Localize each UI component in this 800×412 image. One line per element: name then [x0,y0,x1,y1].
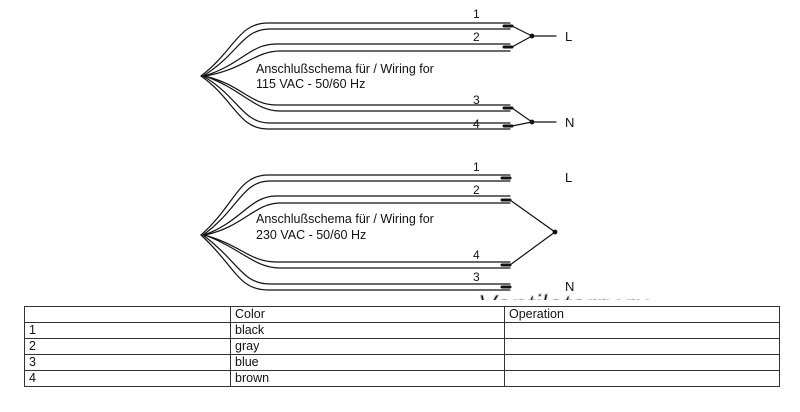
terminal-N-230: N [565,279,574,294]
table-cell: blue [230,354,505,371]
junction-lines-230 [509,199,556,266]
table-cell: 2 [24,338,231,355]
table-cell [504,338,780,355]
table-row: 3 blue [24,354,780,371]
table-cell [504,370,780,387]
cable-115-bundle [200,22,511,130]
caption-230-line2: 230 VAC - 50/60 Hz [256,228,366,242]
table-cell: gray [230,338,505,355]
junction-dot-230 [552,229,558,235]
terminal-N-115: N [565,115,574,130]
wire-color-table: Color Operation 1 black 2 gray 3 blue 4 … [24,306,780,387]
cable-230-bundle [200,174,511,291]
table-cell [504,354,780,371]
table-header-cell: Operation [504,306,780,323]
table-header-cell: Color [230,306,505,323]
terminal-L-230: L [565,170,572,185]
table-row: 2 gray [24,338,780,355]
wire-number-230-4: 4 [473,248,480,262]
table-cell: 3 [24,354,231,371]
table-cell: brown [230,370,505,387]
caption-115-line1: Anschlußschema für / Wiring for [256,62,434,76]
wire-number-115-4: 4 [473,117,480,131]
table-header-row: Color Operation [24,306,780,323]
watermark: Ventilatorry.ru [478,289,650,300]
table-row: 1 black [24,322,780,339]
table-row: 4 brown [24,370,780,387]
wire-ends-115 [502,24,514,128]
wire-ends-230 [500,176,512,289]
caption-230-line1: Anschlußschema für / Wiring for [256,212,434,226]
table-cell: black [230,322,505,339]
junction-dot-N-115 [529,119,535,125]
wire-number-115-1: 1 [473,7,480,21]
wire-number-230-3: 3 [473,270,480,284]
wire-number-115-3: 3 [473,93,480,107]
table-header-cell [24,306,231,323]
terminal-L-115: L [565,29,572,44]
table-cell [504,322,780,339]
wire-number-230-1: 1 [473,160,480,174]
wire-number-230-2: 2 [473,183,480,197]
wiring-diagram: 1 2 3 4 L N Anschlußschema für / Wiring … [200,7,650,300]
junction-lines-115 [511,25,557,127]
wire-number-115-2: 2 [473,30,480,44]
table-cell: 1 [24,322,231,339]
junction-dot-L-115 [529,33,535,39]
caption-115-line2: 115 VAC - 50/60 Hz [256,77,365,91]
table-cell: 4 [24,370,231,387]
